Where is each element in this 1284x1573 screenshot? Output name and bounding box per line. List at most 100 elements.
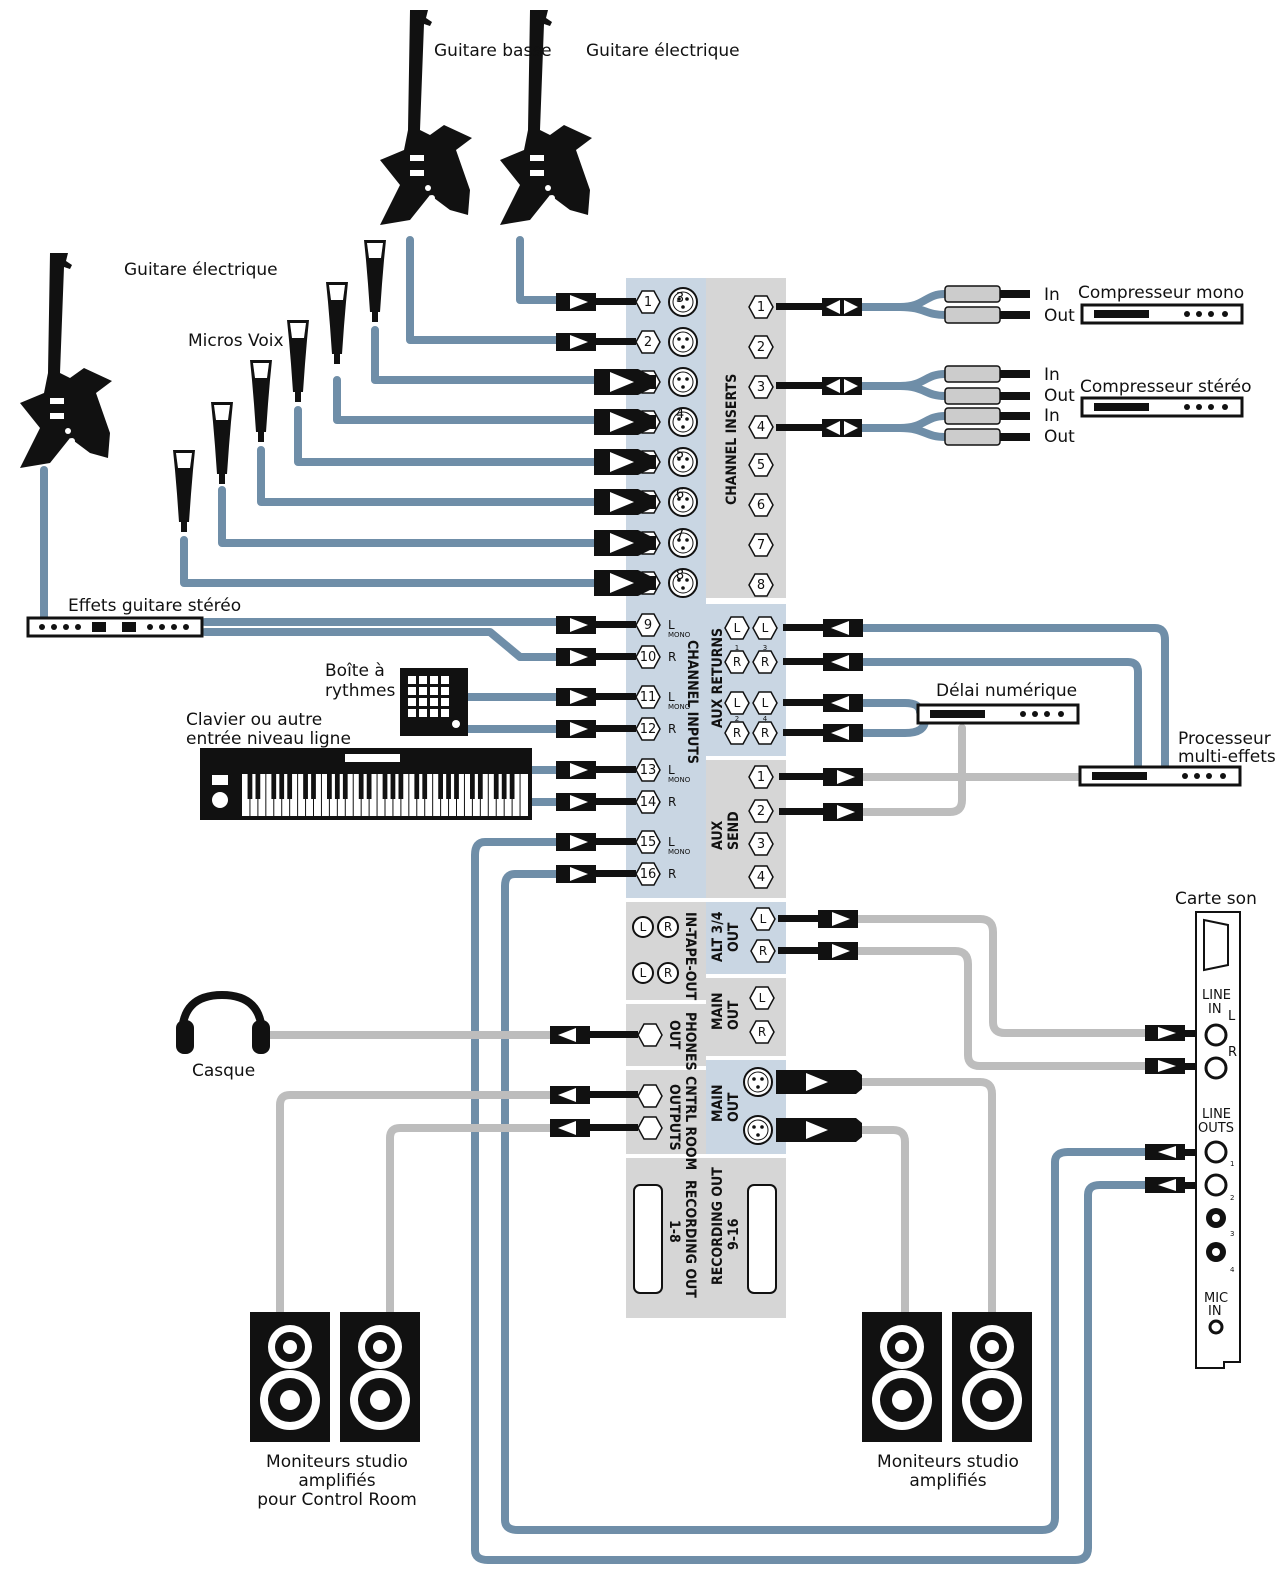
sc-out-4: 4 bbox=[1230, 1266, 1235, 1274]
phones-label-1: PHONES bbox=[682, 1012, 698, 1071]
input-9-number: 9 bbox=[644, 618, 652, 633]
channel-inserts-label: CHANNEL INSERTS bbox=[724, 374, 740, 505]
black-key bbox=[342, 774, 348, 799]
alt-out-r: R bbox=[759, 944, 767, 958]
multi-fx-label-2: multi-effets bbox=[1178, 747, 1276, 767]
black-key bbox=[509, 774, 515, 799]
input-15-number: 15 bbox=[640, 835, 657, 850]
insert-6-number: 6 bbox=[757, 498, 765, 513]
stereo-comp-in-label-2: In bbox=[1044, 406, 1060, 426]
aux-return-4-l: L bbox=[762, 696, 769, 710]
electric-guitar-image-2 bbox=[20, 253, 112, 468]
sc-line-in-r: R bbox=[1228, 1045, 1237, 1060]
aux-return-2-r: R bbox=[733, 726, 741, 740]
input-14-r: R bbox=[668, 795, 676, 809]
insert-4-number: 4 bbox=[757, 420, 765, 435]
tape-in-r: R bbox=[664, 920, 672, 934]
black-key bbox=[470, 774, 475, 799]
input-7-number: 7 bbox=[676, 528, 684, 543]
input-15-l: L bbox=[668, 835, 675, 849]
keyboard-label-1: Clavier ou autre bbox=[186, 710, 322, 730]
mono-comp-in-label: In bbox=[1044, 285, 1060, 305]
insert-3-number: 3 bbox=[757, 380, 765, 395]
input-15-mono: MONO bbox=[668, 848, 691, 856]
input-13-mono: MONO bbox=[668, 776, 691, 784]
input-11-mono: MONO bbox=[668, 703, 691, 711]
input-4-number: 4 bbox=[676, 407, 684, 422]
aux-return-1-number: 1 bbox=[735, 644, 739, 652]
stereo-comp-in-label-1: In bbox=[1044, 365, 1060, 385]
monitors-label-2: amplifiés bbox=[909, 1471, 986, 1491]
input-8-number: 8 bbox=[676, 568, 684, 583]
mono-compressor-unit bbox=[1080, 303, 1244, 325]
electric-guitar-label-1: Guitare électrique bbox=[586, 41, 740, 61]
black-key bbox=[311, 774, 316, 799]
labels: Guitare basse Guitare électrique Guitare… bbox=[68, 41, 1276, 1510]
input-9-l: L bbox=[668, 618, 675, 632]
input-14-number: 14 bbox=[640, 795, 657, 810]
cr-monitor-left bbox=[250, 1312, 330, 1442]
insert-5-number: 5 bbox=[757, 458, 765, 473]
aux-return-3-l: L bbox=[762, 621, 769, 635]
main-out-r: R bbox=[758, 1025, 766, 1039]
black-key bbox=[255, 774, 261, 799]
main-out-b-label-2: OUT bbox=[726, 1092, 742, 1122]
multi-fx-label-1: Processeur bbox=[1178, 729, 1271, 749]
rec-out-1-label-a: RECORDING OUT bbox=[682, 1180, 698, 1298]
sc-out-2: 2 bbox=[1230, 1194, 1234, 1202]
cr-monitors-label-1: Moniteurs studio bbox=[266, 1452, 408, 1472]
tape-out-r: R bbox=[664, 966, 672, 980]
aux-return-3-number: 3 bbox=[763, 644, 767, 652]
black-key bbox=[382, 774, 388, 799]
stereo-compressor-label: Compresseur stéréo bbox=[1080, 377, 1252, 397]
stereo-comp-out-label-1: Out bbox=[1044, 386, 1075, 406]
sc-line-in-label-1: LINE bbox=[1202, 988, 1231, 1003]
input-13-l: L bbox=[668, 763, 675, 777]
sc-line-outs-label-2: OUTS bbox=[1198, 1121, 1234, 1136]
black-key bbox=[501, 774, 507, 799]
black-key bbox=[247, 774, 253, 799]
sc-out-3: 3 bbox=[1230, 1230, 1234, 1238]
black-key bbox=[358, 774, 364, 799]
input-1-number: 1 bbox=[644, 295, 652, 310]
black-key bbox=[422, 774, 428, 799]
aux-return-1-r: R bbox=[733, 655, 741, 669]
aux-return-4-number: 4 bbox=[763, 715, 768, 723]
black-key bbox=[334, 774, 340, 799]
stereo-compressor-unit bbox=[1080, 396, 1244, 418]
monitor-right bbox=[952, 1312, 1032, 1442]
black-key bbox=[454, 774, 459, 799]
cables bbox=[40, 236, 1169, 1564]
keyboard-label-2: entrée niveau ligne bbox=[186, 729, 351, 749]
aux-return-3-r: R bbox=[761, 655, 769, 669]
aux-return-1-l: L bbox=[734, 621, 741, 635]
sc-line-in-l: L bbox=[1228, 1009, 1236, 1024]
tape-out-l: L bbox=[640, 966, 647, 980]
cr-out-label-1: CNTRL ROOM bbox=[682, 1076, 698, 1170]
headphones-label: Casque bbox=[192, 1061, 255, 1081]
sc-mic-label-1: MIC bbox=[1204, 1291, 1228, 1306]
black-key bbox=[271, 774, 277, 799]
input-11-number: 11 bbox=[640, 690, 657, 705]
sc-line-in-label-2: IN bbox=[1208, 1002, 1222, 1017]
drum-machine-label-1: Boîte à bbox=[325, 661, 385, 681]
input-12-r: R bbox=[668, 722, 676, 736]
aux-send-4-number: 4 bbox=[757, 870, 765, 885]
rec-out-2-label-a: RECORDING OUT bbox=[710, 1167, 726, 1285]
aux-send-3-number: 3 bbox=[757, 837, 765, 852]
headphones-image bbox=[176, 990, 270, 1054]
keyboard-keys bbox=[247, 774, 521, 816]
input-10-number: 10 bbox=[640, 650, 657, 665]
input-10-r: R bbox=[668, 650, 676, 664]
input-9-mono: MONO bbox=[668, 631, 691, 639]
monitors-label-1: Moniteurs studio bbox=[877, 1452, 1019, 1472]
input-2-number: 2 bbox=[644, 335, 652, 350]
mono-comp-out-label: Out bbox=[1044, 306, 1075, 326]
aux-send-label-1: AUX bbox=[710, 820, 726, 850]
bass-guitar-label: Guitare basse bbox=[434, 41, 552, 61]
drum-machine-image bbox=[400, 668, 468, 736]
insert-8-number: 8 bbox=[757, 578, 765, 593]
input-5-number: 5 bbox=[676, 447, 684, 462]
digital-delay-label: Délai numérique bbox=[936, 681, 1077, 701]
